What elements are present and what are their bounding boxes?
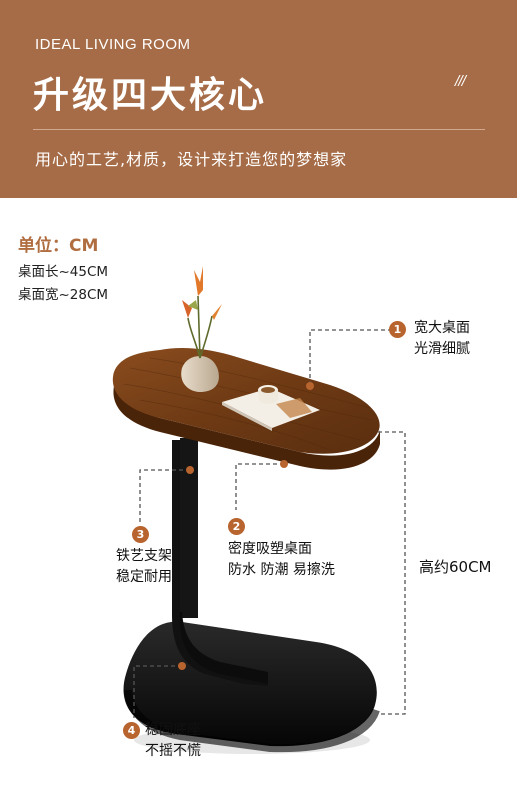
- callout-badge-2: 2: [228, 518, 245, 535]
- banner-title: 升级四大核心: [33, 75, 268, 116]
- vase: [181, 356, 219, 392]
- feature-4-line1: 稳固底座: [145, 722, 201, 738]
- feature-2-line1: 密度吸塑桌面: [228, 541, 312, 557]
- table-width-spec: 桌面宽~28CM: [18, 287, 109, 303]
- callout-note-1: 宽大桌面 光滑细腻: [414, 318, 470, 360]
- banner-english-subtitle: IDEAL LIVING ROOM: [35, 36, 191, 53]
- height-label: 高约60CM: [419, 558, 492, 576]
- feature-3-line1: 铁艺支架: [116, 548, 172, 564]
- book: [222, 388, 320, 428]
- feature-3-line2: 稳定耐用: [116, 569, 172, 585]
- feature-2-line2: 防水 防潮 易擦洗: [228, 562, 335, 578]
- callout-note-4: 稳固底座 不摇不慌: [145, 720, 201, 762]
- unit-label: 单位：CM: [18, 236, 99, 256]
- banner-tagline: 用心的工艺,材质，设计来打造您的梦想家: [35, 150, 348, 169]
- feature-1-line2: 光滑细腻: [414, 341, 470, 357]
- callout-badge-3: 3: [132, 526, 149, 543]
- feature-4-line2: 不摇不慌: [145, 743, 201, 759]
- header-banner: IDEAL LIVING ROOM 升级四大核心 /// 用心的工艺,材质，设计…: [0, 0, 517, 198]
- banner-divider: [33, 129, 485, 130]
- table-length-spec: 桌面长~45CM: [18, 264, 109, 280]
- callout-note-3: 铁艺支架 稳定耐用: [116, 546, 172, 588]
- decor-slashes: ///: [455, 74, 466, 89]
- tabletop-edge: [113, 372, 381, 470]
- callout-badge-4: 4: [123, 722, 140, 739]
- callout-note-2: 密度吸塑桌面 防水 防潮 易擦洗: [228, 539, 335, 581]
- callout-badge-1: 1: [389, 321, 406, 338]
- feature-1-line1: 宽大桌面: [414, 320, 470, 336]
